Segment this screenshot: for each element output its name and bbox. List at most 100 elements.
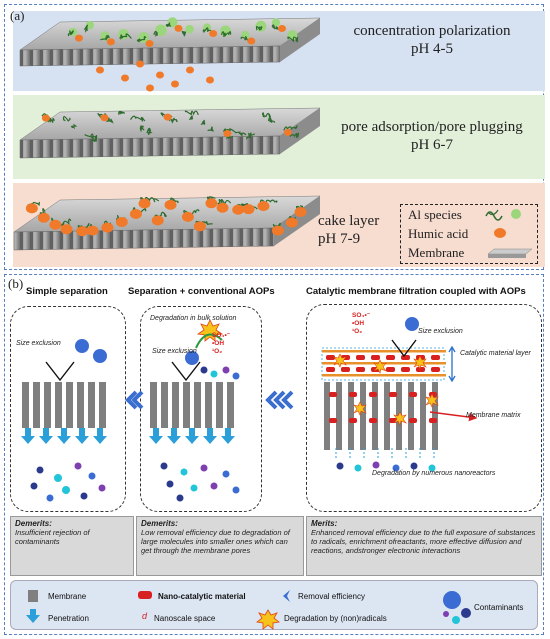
al-species-floc [240,35,249,42]
penetration-arrow [21,428,35,444]
al-species-floc [271,24,280,31]
contaminant-dot [98,484,106,492]
al-species-floc [202,27,214,34]
humic-acid-particle [216,202,229,213]
title-conventional-aops: Separation + conventional AOPs [128,286,275,297]
legend-nanoscale: Nanoscale space [154,614,216,623]
legend-d-symbol: d [142,611,148,621]
membrane-bar [183,382,190,428]
degradation-burst [393,411,407,426]
membrane-bar [348,382,354,450]
humic-acid-particle [49,219,62,230]
al-species-particle [255,20,267,32]
humic-acid-particle [41,114,50,122]
membrane-bar [22,382,29,428]
removal-efficiency-icon [283,590,290,602]
al-species-floc [118,110,126,115]
contaminant-dot [410,462,418,470]
humic-acid-particle [138,198,151,209]
legend-degradation: Degradation by (non)radicals [284,614,387,623]
al-species-floc [83,24,89,33]
nano-catalyst [326,355,335,360]
legend-membrane-b: Membrane [48,592,87,601]
al-species-particle [271,18,281,27]
label-concentration-polarization: concentration polarization pH 4-5 [322,22,542,58]
contaminant-dot [190,484,198,492]
al-species-floc [100,34,110,41]
penetration-arrow [185,428,199,444]
degradation-legend-icon [256,609,280,630]
humic-acid-particle [100,114,109,122]
title-catalytic-membrane: Catalytic membrane filtration coupled wi… [306,286,526,297]
title-simple-separation: Simple separation [26,286,108,297]
contaminant-dot [372,461,380,469]
contaminant-dot [176,494,184,502]
nano-legend-icon [138,591,152,599]
radical-oh-bulk: •OH [212,340,225,347]
membrane-bar [408,382,414,450]
layer-bracket-heads [448,345,456,383]
legend-al-species: Al species [408,207,462,222]
humic-acid-particle [106,38,115,46]
penetration-arrow [167,428,181,444]
row3-title: cake layer [318,213,380,229]
al-species-floc [130,115,146,123]
membrane-slab-2 [19,107,321,159]
degradation-burst [373,359,387,374]
al-species-floc [146,127,153,135]
note-catalytic: Merits: Enhanced removal efficiency due … [306,516,542,576]
humic-acid-particle [294,207,307,218]
legend-penetration: Penetration [48,614,89,623]
radical-labels: SO₄•⁻ •OH ¹O₂ [352,312,370,336]
humic-acid-particle [242,204,255,215]
al-species-floc [61,218,72,228]
contaminant-dot [54,474,62,482]
radical-oh: •OH [352,320,365,327]
al-species-floc [165,22,172,28]
humic-acid-particle [174,24,183,32]
membrane-bar [66,382,73,428]
membrane-bar [360,382,366,450]
al-species-floc [181,30,187,37]
nano-catalyst [371,355,380,360]
humic-acid-particle [277,24,286,32]
degradation-burst [413,355,427,370]
humic-acid-particle [156,71,164,79]
al-species-floc [220,31,232,38]
penetration-arrow [39,428,53,444]
degradation-burst [353,401,367,416]
nano-catalyst [369,418,377,423]
nano-catalyst [401,367,410,372]
al-species-floc [200,119,206,126]
contaminant-dot [74,462,82,470]
membrane-bar [384,382,390,450]
humic-acid-particle [163,113,172,121]
humic-acid-icon [494,228,506,238]
humic-acid-particle [285,217,298,228]
humic-acid-particle [209,29,218,37]
membrane-bar [372,382,378,450]
contaminant-dot [160,462,168,470]
degradation-bulk-label: Degradation in bulk solution [150,315,237,322]
contaminant-dot [336,462,344,470]
membrane-bar [324,382,330,450]
humic-acid-particle [37,212,50,223]
note-simple-separation: Demerits: Insufficient rejection of cont… [10,516,134,576]
al-species-particle [85,21,95,30]
legend-removal: Removal efficiency [298,592,365,601]
membrane-bar [420,382,426,450]
membrane-slab-1 [19,17,321,67]
note1-title: Demerits: [15,519,52,528]
legend-contaminants: Contaminants [474,603,524,612]
large-contaminant [93,349,107,363]
note1-text: Insufficient rejection of contaminants [15,528,90,546]
radical-so4-bulk: SO₄•⁻ [212,332,231,339]
large-contaminant [405,317,419,331]
contaminant-dot [210,370,218,378]
nano-catalyst [409,418,417,423]
membrane-matrix-pointer [429,411,478,422]
al-species-floc [70,124,77,130]
membrane-bar [336,382,342,450]
penetration-legend-icon [26,609,40,623]
humic-acid-particle [101,222,114,233]
